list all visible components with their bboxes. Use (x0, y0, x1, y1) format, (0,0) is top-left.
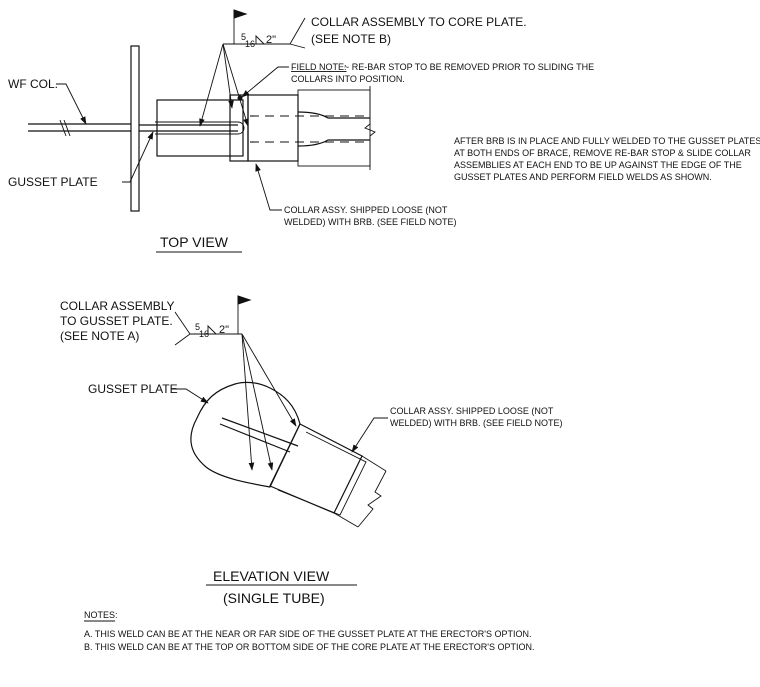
general-note: AFTER BRB IS IN PLACE AND FULLY WELDED T… (454, 136, 760, 182)
core-plate-edge-1 (221, 417, 299, 447)
fillet-weld-symbol (255, 34, 265, 45)
collar-note-line2: WELDED) WITH BRB. (SEE FIELD NOTE) (284, 217, 457, 227)
top-view: WF COL. GUSSET PLATE 5 16 2" COLLAR ASSE… (8, 9, 594, 253)
elev-weld-size-den: 16 (199, 329, 209, 339)
tube-break-line (357, 470, 387, 528)
field-note-line2: COLLARS INTO POSITION. (291, 74, 405, 84)
elev-weld-arrow-1 (241, 333, 274, 471)
top-view-title: TOP VIEW (160, 234, 229, 250)
core-transition-bottom (297, 139, 370, 147)
elev-weld-tail-lower (174, 333, 191, 346)
elev-weld-callout-line3: (SEE NOTE A) (60, 329, 139, 343)
notes-heading: NOTES: (84, 610, 118, 620)
weld-arrow-line-3 (222, 43, 234, 109)
brace-flange (297, 89, 371, 167)
core-plate-edge-2 (219, 423, 291, 453)
general-note-line4: GUSSET PLATES AND PERFORM FIELD WELDS AS… (454, 172, 712, 182)
elev-gusset-leader (172, 388, 209, 404)
elevation-view: 5 16 2" COLLAR ASSEMBLY TO GUSSET PLATE.… (60, 295, 563, 606)
weld-tail-upper (289, 17, 306, 45)
wf-col-leader (56, 83, 87, 125)
general-note-line3: ASSEMBLIES AT EACH END TO BE UP AGAINST … (454, 160, 742, 170)
collar-outer-box (156, 99, 244, 157)
elev-collar-note-leader (351, 417, 388, 453)
elev-weld-arrow-3 (241, 333, 255, 471)
weld-arrow-line-1 (199, 43, 224, 127)
wf-col-label: WF COL. (8, 77, 58, 91)
field-note-leader (241, 66, 289, 98)
note-a: A. THIS WELD CAN BE AT THE NEAR OR FAR S… (84, 629, 531, 639)
elev-weld-length: 2" (219, 324, 229, 336)
elevation-view-subtitle: (SINGLE TUBE) (223, 590, 325, 606)
elev-weld-callout-line2: TO GUSSET PLATE. (60, 314, 173, 328)
weld-size-den: 16 (245, 39, 255, 49)
elev-weld-callout-line1: COLLAR ASSEMBLY (60, 299, 175, 313)
elev-field-weld-flag (237, 295, 252, 305)
weld-tail-lower (289, 43, 306, 49)
elev-weld-arrow-2 (241, 333, 297, 427)
elev-gusset-label: GUSSET PLATE (88, 382, 178, 396)
field-weld-flag (233, 9, 248, 19)
gusset-leader (122, 131, 154, 183)
tube-edge-top (361, 455, 387, 472)
wf-column-flange (130, 45, 140, 212)
collar-assembly (229, 94, 249, 162)
core-transition-top (297, 111, 370, 119)
brace-break-line (364, 86, 376, 170)
tube-edge-bottom (333, 512, 359, 528)
collar-note-line1: COLLAR ASSY. SHIPPED LOOSE (NOT (284, 205, 448, 215)
weld-arrow-line-2 (222, 43, 249, 127)
gusset-plate-slot (155, 121, 245, 135)
note-b: B. THIS WELD CAN BE AT THE TOP OR BOTTOM… (84, 642, 534, 652)
elevation-collar-inner (277, 431, 367, 516)
weld-note-ref: (SEE NOTE B) (311, 32, 391, 46)
gusset-plate-label: GUSSET PLATE (8, 175, 98, 189)
gusset-plate-outline (190, 381, 301, 488)
web-break-mark (59, 119, 71, 137)
field-note-heading: FIELD NOTE: (291, 62, 347, 72)
elevation-view-title: ELEVATION VIEW (213, 568, 330, 584)
collar-note-leader (255, 163, 282, 211)
elev-weld-size-num: 5 (195, 322, 200, 332)
notes-section: NOTES: A. THIS WELD CAN BE AT THE NEAR O… (84, 610, 534, 652)
weld-length: 2" (266, 34, 276, 46)
weld-size-num: 5 (241, 32, 246, 42)
elev-weld-tail-upper (174, 311, 191, 335)
general-note-line1: AFTER BRB IS IN PLACE AND FULLY WELDED T… (454, 136, 760, 146)
elev-fillet-weld-symbol (207, 324, 217, 335)
general-note-line2: AT BOTH ENDS OF BRACE, REMOVE RE-BAR STO… (454, 148, 751, 158)
field-note-line1: ~ RE-BAR STOP TO BE REMOVED PRIOR TO SLI… (344, 62, 594, 72)
elev-collar-note-line2: WELDED) WITH BRB. (SEE FIELD NOTE) (390, 418, 563, 428)
collar-core (247, 94, 299, 162)
elev-collar-note-line1: COLLAR ASSY. SHIPPED LOOSE (NOT (390, 406, 554, 416)
weld-callout: COLLAR ASSEMBLY TO CORE PLATE. (311, 15, 527, 29)
